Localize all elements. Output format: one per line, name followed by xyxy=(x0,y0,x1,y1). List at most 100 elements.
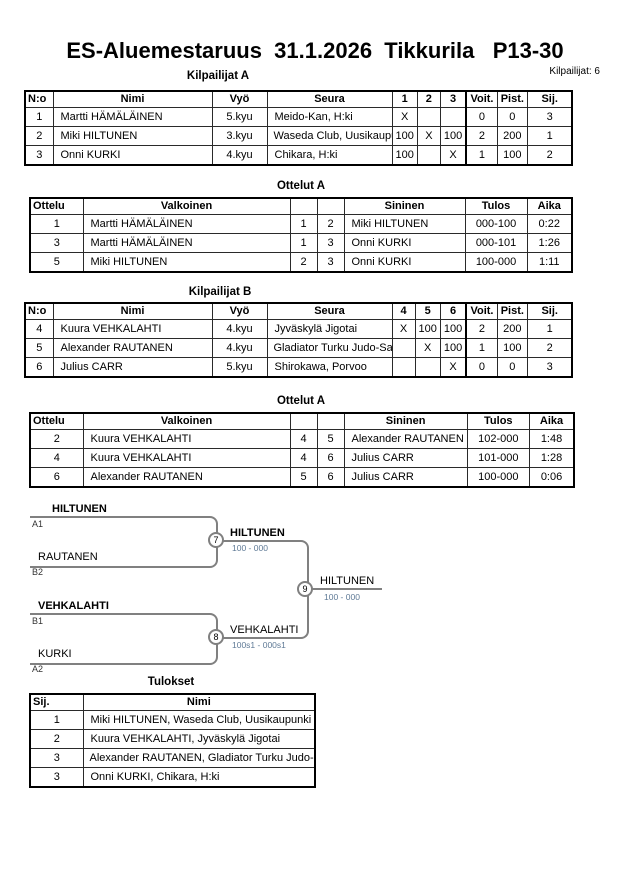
table-row: 6 Alexander RAUTANEN 5 6 Julius CARR 100… xyxy=(29,467,575,488)
cell-points: 200 xyxy=(496,126,528,146)
col-wins: Voit. xyxy=(465,302,498,320)
col-result: Tulos xyxy=(466,412,530,430)
club-overflow-text: Gladiator Turku Judo-Samboseur xyxy=(273,342,392,354)
col-3: 3 xyxy=(439,90,467,108)
cell-white: Martti HÄMÄLÄINEN xyxy=(82,233,291,253)
matches-a-title: Ottelut A xyxy=(276,180,326,192)
cell-wno: 1 xyxy=(289,214,318,234)
bracket-match-number: 9 xyxy=(297,581,313,597)
table-row: 2 Miki HILTUNEN 3.kyu Waseda Club, Uusik… xyxy=(24,126,573,146)
cell-r1: X xyxy=(391,107,418,127)
results-title: Tulokset xyxy=(147,676,195,688)
bracket-entry-seed: A1 xyxy=(32,519,44,529)
col-5: 5 xyxy=(414,302,441,320)
cell-belt: 3.kyu xyxy=(211,126,268,146)
col-name: Nimi xyxy=(52,302,213,320)
cell-name: Miki HILTUNEN xyxy=(52,126,213,146)
col-belt: Vyö xyxy=(211,90,268,108)
cell-place: 2 xyxy=(526,145,573,166)
cell-wno: 1 xyxy=(289,233,318,253)
col-wno xyxy=(289,412,318,430)
matches-header-row: Ottelu Valkoinen Sininen Tulos Aika xyxy=(29,197,573,215)
cell-place: 2 xyxy=(29,729,84,749)
cell-wins: 1 xyxy=(465,338,498,358)
cell-points: 100 xyxy=(496,145,528,166)
cell-name: Onni KURKI xyxy=(52,145,213,166)
cell-r2: X xyxy=(414,338,441,358)
cell-match: 6 xyxy=(29,467,84,488)
cell-r2: X xyxy=(416,126,441,146)
cell-points: 0 xyxy=(496,357,528,378)
cell-r1: 100 xyxy=(391,145,418,166)
cell-white: Miki HILTUNEN xyxy=(82,252,291,273)
cell-bno: 3 xyxy=(316,233,345,253)
table-row: 3 Onni KURKI, Chikara, H:ki xyxy=(29,767,316,788)
cell-r2 xyxy=(414,357,441,378)
col-time: Aika xyxy=(528,412,575,430)
cell-time: 1:11 xyxy=(526,252,573,273)
cell-no: 1 xyxy=(24,107,54,127)
bracket-score: 100 - 000 xyxy=(324,592,360,602)
bracket-match-number: 8 xyxy=(208,629,224,645)
cell-club: Chikara, H:ki xyxy=(266,145,393,166)
cell-match: 2 xyxy=(29,429,84,449)
table-row: 1 Martti HÄMÄLÄINEN 5.kyu Meido-Kan, H:k… xyxy=(24,107,573,127)
cell-white: Martti HÄMÄLÄINEN xyxy=(82,214,291,234)
table-row: 4 Kuura VEHKALAHTI 4 6 Julius CARR 101-0… xyxy=(29,448,575,468)
col-result: Tulos xyxy=(464,197,528,215)
col-blue: Sininen xyxy=(343,197,466,215)
cell-place: 3 xyxy=(29,748,84,768)
col-belt: Vyö xyxy=(211,302,268,320)
col-no: N:o xyxy=(24,302,54,320)
bracket-winner-name: HILTUNEN xyxy=(230,527,285,539)
bracket-connector-bottom xyxy=(223,589,309,639)
cell-belt: 5.kyu xyxy=(211,357,268,378)
bracket-entry-name: VEHKALAHTI xyxy=(38,600,109,612)
cell-r1: X xyxy=(391,319,416,339)
cell-blue: Julius CARR xyxy=(343,448,468,468)
cell-no: 4 xyxy=(24,319,54,339)
cell-belt: 4.kyu xyxy=(211,338,268,358)
bracket-entry-name: HILTUNEN xyxy=(52,503,107,515)
cell-no: 3 xyxy=(24,145,54,166)
col-match: Ottelu xyxy=(29,197,84,215)
col-bno xyxy=(316,197,345,215)
bracket-match-number: 7 xyxy=(208,532,224,548)
col-2: 2 xyxy=(416,90,441,108)
col-place: Sij. xyxy=(526,302,573,320)
pool-a-title: Kilpailijat A xyxy=(186,70,250,82)
cell-wno: 4 xyxy=(289,448,318,468)
cell-place: 1 xyxy=(526,319,573,339)
cell-match: 3 xyxy=(29,233,84,253)
cell-wins: 2 xyxy=(465,319,498,339)
col-name: Nimi xyxy=(52,90,213,108)
pool-a-table: N:o Nimi Vyö Seura 1 2 3 Voit. Pist. Sij… xyxy=(24,90,574,166)
col-place: Sij. xyxy=(29,693,84,711)
col-points: Pist. xyxy=(496,90,528,108)
cell-blue: Alexander RAUTANEN xyxy=(343,429,468,449)
bracket-winner-name: HILTUNEN xyxy=(320,575,375,587)
cell-blue: Miki HILTUNEN xyxy=(343,214,466,234)
table-row: 3 Martti HÄMÄLÄINEN 1 3 Onni KURKI 000-1… xyxy=(29,233,573,253)
cell-place: 3 xyxy=(29,767,84,788)
page-title: ES-Aluemestaruus 31.1.2026 Tikkurila P13… xyxy=(66,38,564,63)
table-row: 3 Onni KURKI 4.kyu Chikara, H:ki 100 X 1… xyxy=(24,145,573,166)
cell-club: Jyväskylä Jigotai xyxy=(266,319,393,339)
col-6: 6 xyxy=(439,302,467,320)
col-points: Pist. xyxy=(496,302,528,320)
pool-b-header-row: N:o Nimi Vyö Seura 4 5 6 Voit. Pist. Sij… xyxy=(24,302,573,320)
cell-match: 4 xyxy=(29,448,84,468)
table-row: 1 Miki HILTUNEN, Waseda Club, Uusikaupun… xyxy=(29,710,316,730)
cell-r3: X xyxy=(439,145,467,166)
cell-blue: Julius CARR xyxy=(343,467,468,488)
col-place: Sij. xyxy=(526,90,573,108)
matches-b-table: Ottelu Valkoinen Sininen Tulos Aika 2 Ku… xyxy=(29,412,576,488)
bracket-connector-top xyxy=(223,540,309,591)
col-blue: Sininen xyxy=(343,412,468,430)
col-wins: Voit. xyxy=(465,90,498,108)
cell-wins: 2 xyxy=(465,126,498,146)
table-row: 5 Alexander RAUTANEN 4.kyu Gladiator Tur… xyxy=(24,338,573,358)
bracket-winner-name: VEHKALAHTI xyxy=(230,624,299,636)
pool-a-header-row: N:o Nimi Vyö Seura 1 2 3 Voit. Pist. Sij… xyxy=(24,90,573,108)
cell-belt: 4.kyu xyxy=(211,319,268,339)
